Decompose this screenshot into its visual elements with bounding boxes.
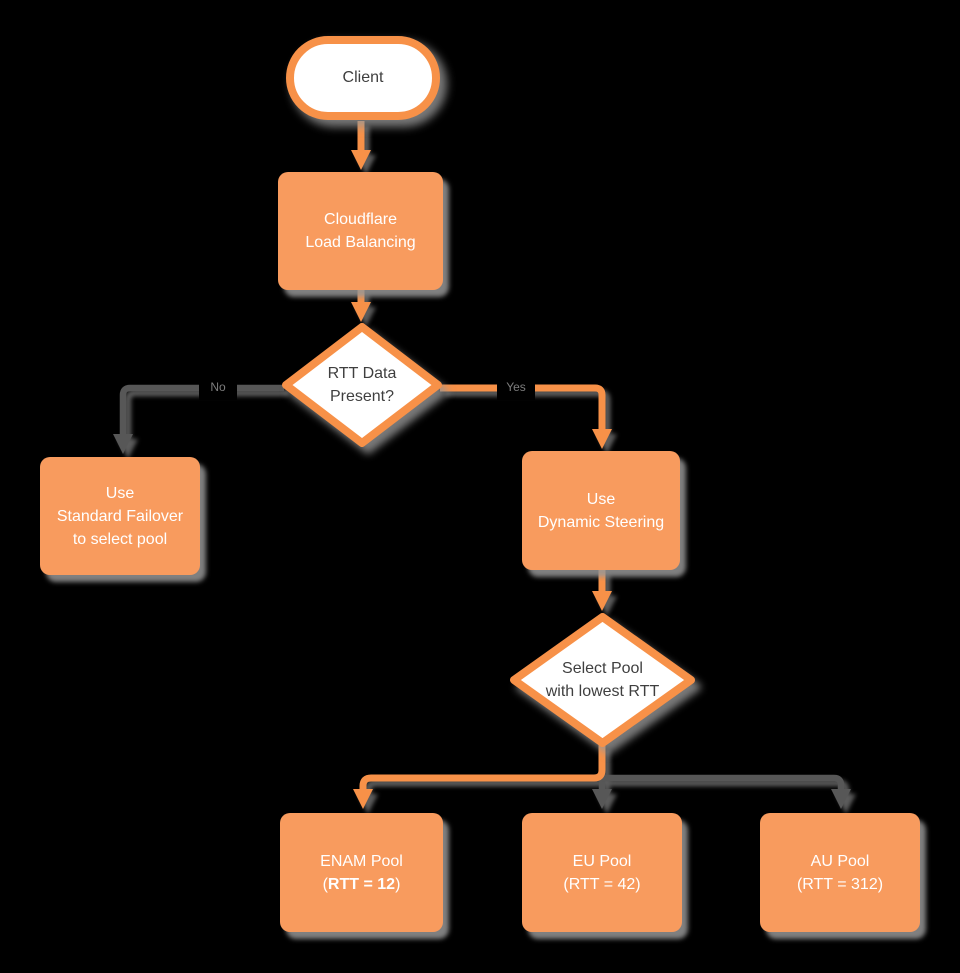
node-enam-pool-line2: (RTT = 12) [322,875,401,893]
node-au-pool-line1: AU Pool [810,852,870,870]
edge-label-no: No [199,374,237,400]
node-standard-failover-line1: Use [105,484,135,502]
decision-diamond-shape [510,613,695,747]
node-enam-pool-line1: ENAM Pool [320,852,403,870]
node-dynamic-steering: Use Dynamic Steering [522,451,680,570]
node-client-label: Client [342,69,384,86]
node-select-pool: Select Pool with lowest RTT [510,613,695,747]
node-client: Client [286,36,440,120]
node-standard-failover: Use Standard Failover to select pool [40,457,200,575]
node-select-pool-line2: with lowest RTT [545,683,660,700]
node-eu-pool-line1: EU Pool [572,852,632,870]
node-rtt-decision-line2: Present? [329,388,395,405]
node-load-balancing-line1: Cloudflare [324,211,397,228]
connector-decision-to-dynamic-steering [440,384,612,449]
node-load-balancing-line2: Load Balancing [305,234,416,251]
enam-rtt-value: RTT = 12 [327,875,396,893]
connector-selectpool-to-au-pool [602,774,851,809]
connector-decision-to-standard-failover [113,384,284,454]
node-rtt-decision-line1: RTT Data [327,365,397,382]
node-eu-pool-line2: (RTT = 42) [563,875,641,893]
node-standard-failover-line2: Standard Failover [56,507,184,525]
node-select-pool-line1: Select Pool [562,660,643,677]
node-dynamic-steering-line1: Use [586,490,616,508]
node-enam-pool: ENAM Pool (RTT = 12) [280,813,443,932]
edge-label-yes: Yes [497,374,535,400]
decision-diamond-shape [282,323,442,447]
node-au-pool: AU Pool (RTT = 312) [760,813,920,932]
node-eu-pool: EU Pool (RTT = 42) [522,813,682,932]
connector-selectpool-to-enam-pool [353,745,606,809]
node-standard-failover-line3: to select pool [72,530,168,548]
node-au-pool-line2: (RTT = 312) [796,875,884,893]
node-load-balancing: Cloudflare Load Balancing [278,172,443,290]
node-dynamic-steering-line2: Dynamic Steering [537,513,665,531]
node-rtt-decision: RTT Data Present? [282,323,442,447]
